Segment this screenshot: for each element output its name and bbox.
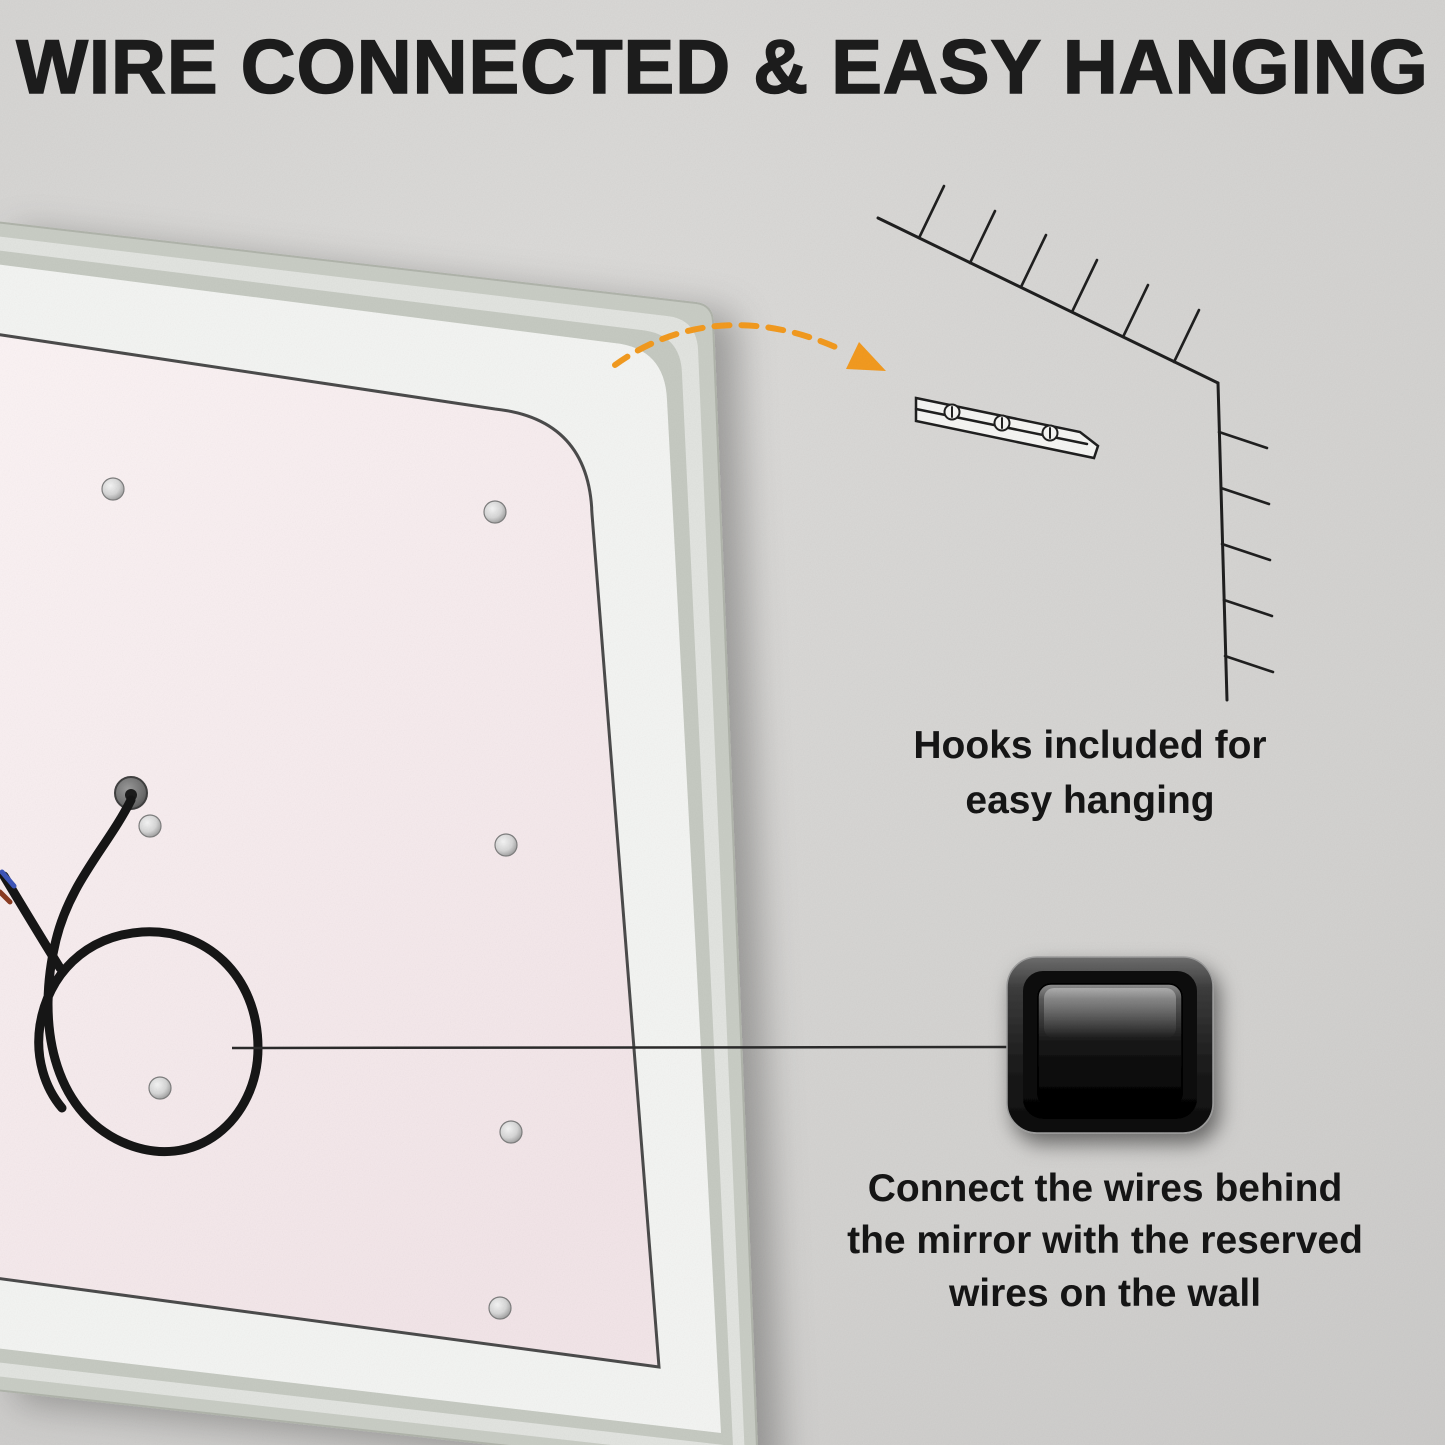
hatch-tick — [1019, 233, 1048, 289]
mirror-back-photo — [0, 221, 758, 1445]
hatch-tick — [1222, 598, 1274, 618]
hatch-tick — [917, 184, 946, 240]
hanging-cleat — [914, 396, 1100, 460]
wall-top-edge-line — [876, 216, 1220, 385]
hatch-tick — [968, 209, 997, 265]
hatch-tick — [1219, 486, 1271, 506]
screw-icon — [499, 1120, 523, 1144]
screw-icon — [148, 1076, 172, 1100]
hatch-tick — [1070, 258, 1099, 314]
screw-icon — [488, 1296, 512, 1320]
dashed-arrow-head — [846, 342, 886, 371]
wall-side-edge-line — [1216, 381, 1229, 702]
hatch-tick — [1172, 308, 1201, 364]
wires-caption: Connect the wires behind the mirror with… — [847, 1167, 1363, 1315]
hatch-tick — [1220, 542, 1272, 562]
screw-icon — [138, 814, 162, 838]
hatch-tick — [1217, 430, 1269, 450]
hook-wall-diagram — [876, 184, 1275, 702]
screw-icon — [101, 477, 125, 501]
switch-rocker-gloss — [1044, 988, 1176, 1038]
wall-switch — [1006, 956, 1214, 1134]
hooks-caption: Hooks included for easy hanging — [913, 724, 1267, 823]
screw-icon — [494, 833, 518, 857]
hatch-tick — [1223, 654, 1275, 674]
connector-line — [231, 1045, 1013, 1050]
screw-icon — [483, 500, 507, 524]
hatch-tick — [1121, 283, 1150, 339]
